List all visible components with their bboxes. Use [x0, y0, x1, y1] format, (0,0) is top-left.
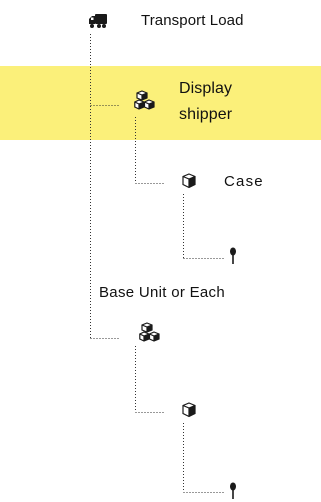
box-icon — [182, 402, 196, 418]
selected-row-highlight — [0, 66, 321, 140]
tree-node-label: Transport Load — [141, 12, 244, 29]
tree-node-label-line1: Display — [179, 80, 233, 97]
tree-node-label-line2: shipper — [179, 106, 233, 123]
stacked-boxes-icon — [139, 322, 160, 342]
pin-icon — [230, 482, 236, 499]
box-icon — [182, 173, 196, 189]
base-unit-caption: Base Unit or Each — [99, 284, 225, 301]
pin-icon — [230, 247, 236, 264]
stacked-boxes-icon — [134, 90, 155, 110]
truck-icon — [89, 14, 107, 28]
tree-node-label: Case — [224, 173, 264, 190]
